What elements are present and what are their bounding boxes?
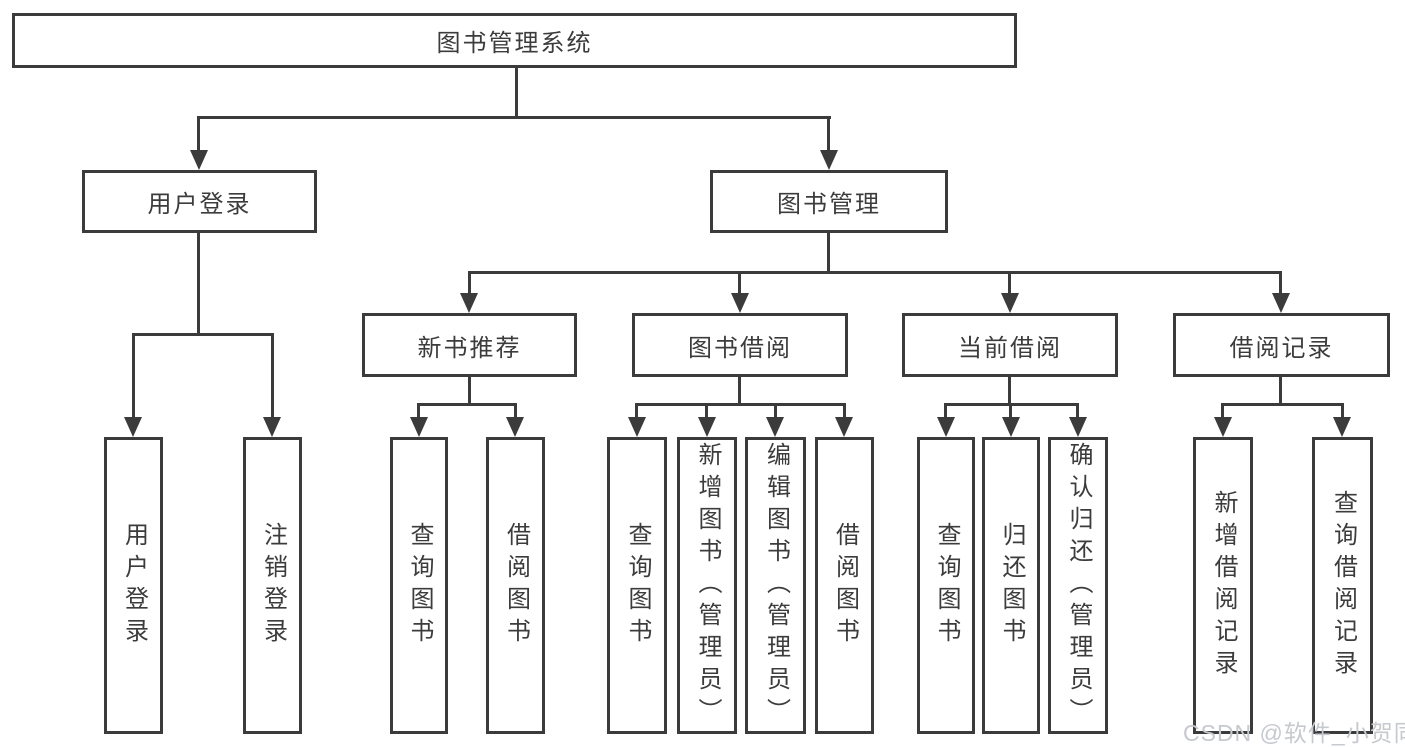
leaf-edit-books-admin: 编辑图书（管理员）	[745, 437, 806, 734]
arrow-down-icon	[628, 417, 646, 437]
leaf-label: 用户登录	[120, 521, 148, 650]
leaf-label: 借阅图书	[502, 521, 530, 650]
connector-level3-drop	[468, 271, 471, 295]
connector-leaf-drop	[417, 403, 420, 419]
connector-leaf-drop	[271, 333, 274, 419]
leaf-user-login: 用户登录	[104, 437, 163, 734]
leaf-label: 新增图书（管理员）	[694, 441, 721, 730]
node-root-label: 图书管理系统	[436, 30, 593, 57]
connector-user-login-rail	[132, 333, 273, 336]
leaf-label: 归还图书	[998, 521, 1025, 650]
leaf-borrow-books-recommend: 借阅图书	[486, 437, 545, 734]
connector-level3-drop	[1008, 271, 1011, 295]
connector-level3-drop	[738, 271, 741, 295]
connector-current-borrow-rail	[945, 403, 1079, 406]
leaf-add-books-admin: 新增图书（管理员）	[677, 437, 737, 734]
node-user-login-label: 用户登录	[147, 191, 252, 218]
connector-root-stem	[515, 68, 518, 118]
arrow-down-icon	[410, 417, 428, 437]
arrow-down-icon	[766, 417, 784, 437]
leaf-label: 查询图书	[933, 521, 960, 650]
arrow-down-icon	[460, 293, 478, 313]
arrow-down-icon	[937, 417, 955, 437]
node-book-management: 图书管理	[710, 170, 948, 233]
connector-book-management-drop	[827, 116, 830, 152]
connector-borrow-records-stem	[1279, 376, 1282, 406]
node-book-borrow: 图书借阅	[632, 313, 848, 377]
connector-new-book-rail	[417, 403, 517, 406]
connector-leaf-drop	[774, 403, 777, 419]
leaf-borrow-books: 借阅图书	[815, 437, 874, 734]
leaf-confirm-return-admin: 确认归还（管理员）	[1048, 437, 1108, 734]
arrow-down-icon	[731, 293, 749, 313]
connector-leaf-drop	[1076, 403, 1079, 419]
connector-level3-drop	[1279, 271, 1282, 295]
connector-level2-rail	[197, 116, 831, 119]
connector-book-borrow-stem	[738, 376, 741, 406]
node-root: 图书管理系统	[12, 13, 1017, 68]
leaf-add-borrow-record: 新增借阅记录	[1193, 437, 1253, 734]
connector-leaf-drop	[132, 333, 135, 419]
arrow-down-icon	[835, 417, 853, 437]
arrow-down-icon	[1002, 417, 1020, 437]
leaf-label: 编辑图书（管理员）	[762, 441, 790, 730]
leaf-label: 新增借阅记录	[1210, 489, 1237, 682]
connector-book-borrow-rail	[635, 403, 846, 406]
leaf-label: 查询借阅记录	[1329, 489, 1357, 682]
node-user-login: 用户登录	[82, 170, 317, 233]
arrow-down-icon	[1001, 293, 1019, 313]
connector-leaf-drop	[843, 403, 846, 419]
arrow-down-icon	[1272, 293, 1290, 313]
leaf-label: 查询图书	[406, 521, 433, 650]
leaf-label: 注销登录	[259, 521, 287, 650]
leaf-query-books-current: 查询图书	[917, 437, 975, 734]
leaf-query-books-recommend: 查询图书	[390, 437, 448, 734]
connector-leaf-drop	[944, 403, 947, 419]
node-borrow-records: 借阅记录	[1173, 313, 1390, 377]
arrow-down-icon	[124, 417, 142, 437]
leaf-query-borrow-record: 查询借阅记录	[1312, 437, 1373, 734]
leaf-label: 借阅图书	[831, 521, 859, 650]
connector-user-login-stem	[197, 232, 200, 336]
arrow-down-icon	[190, 150, 208, 170]
node-new-book-recommend: 新书推荐	[362, 313, 577, 377]
connector-leaf-drop	[1221, 403, 1224, 419]
connector-current-borrow-stem	[1008, 376, 1011, 406]
connector-book-management-stem	[827, 232, 830, 274]
connector-user-login-drop	[197, 116, 200, 152]
connector-leaf-drop	[705, 403, 708, 419]
leaf-logout: 注销登录	[243, 437, 302, 734]
arrow-down-icon	[1069, 417, 1087, 437]
watermark: CSDN @软件_小贺同学	[1183, 720, 1405, 746]
node-current-borrow: 当前借阅	[902, 313, 1118, 377]
connector-new-book-stem	[468, 376, 471, 406]
connector-leaf-drop	[514, 403, 517, 419]
node-borrow-records-label: 借阅记录	[1229, 334, 1334, 362]
connector-borrow-records-rail	[1221, 403, 1343, 406]
leaf-return-books: 归还图书	[982, 437, 1040, 734]
node-new-book-recommend-label: 新书推荐	[417, 334, 522, 362]
connector-leaf-drop	[1009, 403, 1012, 419]
leaf-label: 查询图书	[624, 521, 651, 650]
arrow-down-icon	[263, 417, 281, 437]
arrow-down-icon	[506, 417, 524, 437]
connector-level3-rail	[468, 271, 1282, 274]
leaf-label: 确认归还（管理员）	[1065, 441, 1092, 730]
leaf-query-books: 查询图书	[607, 437, 667, 734]
arrow-down-icon	[1214, 417, 1232, 437]
node-current-borrow-label: 当前借阅	[958, 334, 1062, 362]
node-book-borrow-label: 图书借阅	[688, 334, 792, 362]
connector-leaf-drop	[1341, 403, 1344, 419]
arrow-down-icon	[1333, 417, 1351, 437]
arrow-down-icon	[820, 150, 838, 170]
node-book-management-label: 图书管理	[777, 191, 881, 218]
connector-leaf-drop	[635, 403, 638, 419]
arrow-down-icon	[698, 417, 716, 437]
